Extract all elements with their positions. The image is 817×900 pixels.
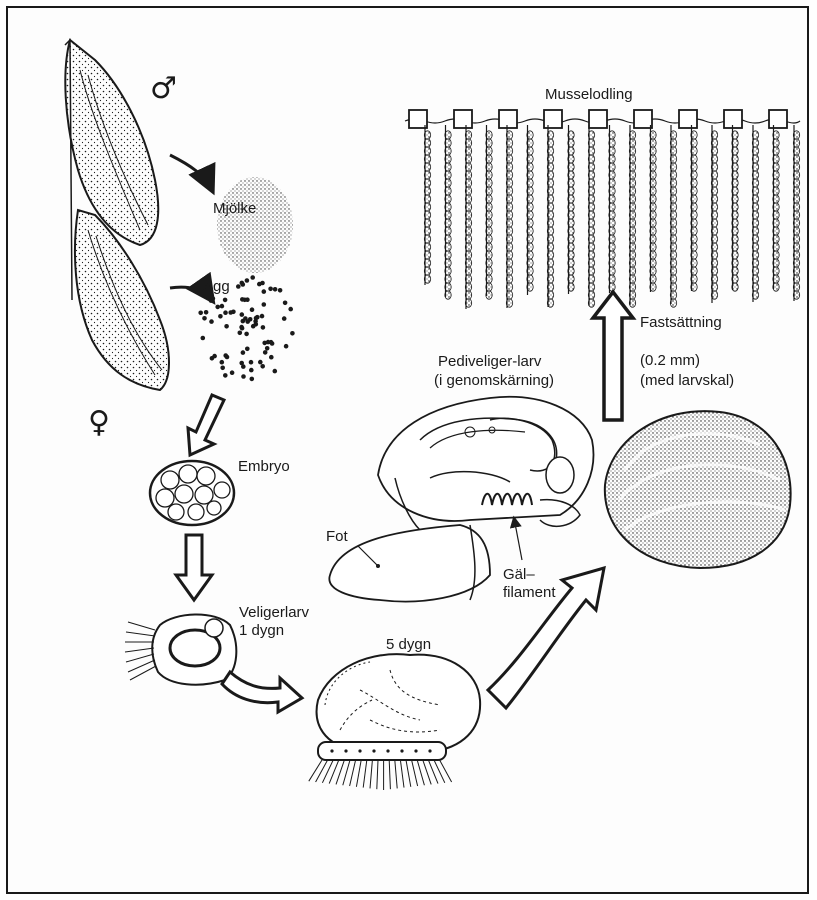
hollow-arrow-settlement	[593, 292, 633, 420]
mussel-rope	[445, 125, 451, 299]
mussel-rope	[650, 125, 656, 292]
mussel-rope	[609, 125, 615, 293]
label-pediveliger-line2: (i genomskärning)	[434, 372, 554, 390]
mussel-rope	[773, 125, 779, 291]
mussel-rope	[588, 125, 594, 307]
mussel-rope	[424, 125, 430, 285]
embryo	[150, 461, 234, 525]
mussel-rope	[732, 125, 738, 291]
hollow-arrow-eggs-to-embryo	[188, 395, 224, 455]
settled-juvenile-shell	[605, 411, 791, 568]
label-mussel-farming: Musselodling	[545, 86, 633, 104]
mussel-rope	[465, 125, 471, 309]
mussel-rope	[506, 125, 512, 308]
milt-cloud	[217, 177, 293, 273]
gill-pointer-line	[514, 518, 522, 560]
male-symbol: ♂	[150, 74, 177, 104]
mussel-rope	[568, 125, 574, 294]
five-day-larva	[309, 654, 480, 790]
label-gill-line2: filament	[503, 584, 556, 602]
label-gill-line1: Gäl–	[503, 566, 535, 584]
hollow-arrow-embryo-to-veliger	[176, 535, 212, 600]
mussel-farm	[405, 110, 800, 309]
label-veliger-line1: Veligerlarv	[239, 604, 309, 622]
mussel-rope	[527, 125, 533, 295]
label-five-days: 5 dygn	[386, 636, 431, 654]
mussel-rope	[547, 125, 553, 307]
mussel-rope	[711, 125, 717, 303]
label-egg: Ägg	[203, 278, 230, 296]
label-settlement: Fastsättning	[640, 314, 722, 332]
mussel-rope	[691, 125, 697, 291]
label-size-line2: (med larvskal)	[640, 372, 734, 390]
mussel-rope	[629, 125, 635, 307]
female-symbol: ♀	[88, 408, 110, 438]
hollow-arrow-veliger-to-5day	[222, 672, 302, 712]
pediveliger-larva-section	[378, 397, 593, 530]
milt-release-arrow	[170, 155, 212, 190]
mussel-rope	[793, 125, 799, 301]
mussel-rope	[752, 125, 758, 302]
label-veliger-line2: 1 dygn	[239, 622, 284, 640]
label-foot: Fot	[326, 528, 348, 546]
label-embryo: Embryo	[238, 458, 290, 476]
larval-foot	[329, 525, 490, 602]
mussel-rope	[670, 125, 676, 307]
veliger-larva	[125, 614, 236, 684]
label-milt: Mjölke	[213, 200, 256, 218]
label-pediveliger-line1: Pediveliger-larv	[438, 353, 541, 371]
label-size-line1: (0.2 mm)	[640, 352, 700, 370]
mussel-rope	[486, 125, 492, 299]
